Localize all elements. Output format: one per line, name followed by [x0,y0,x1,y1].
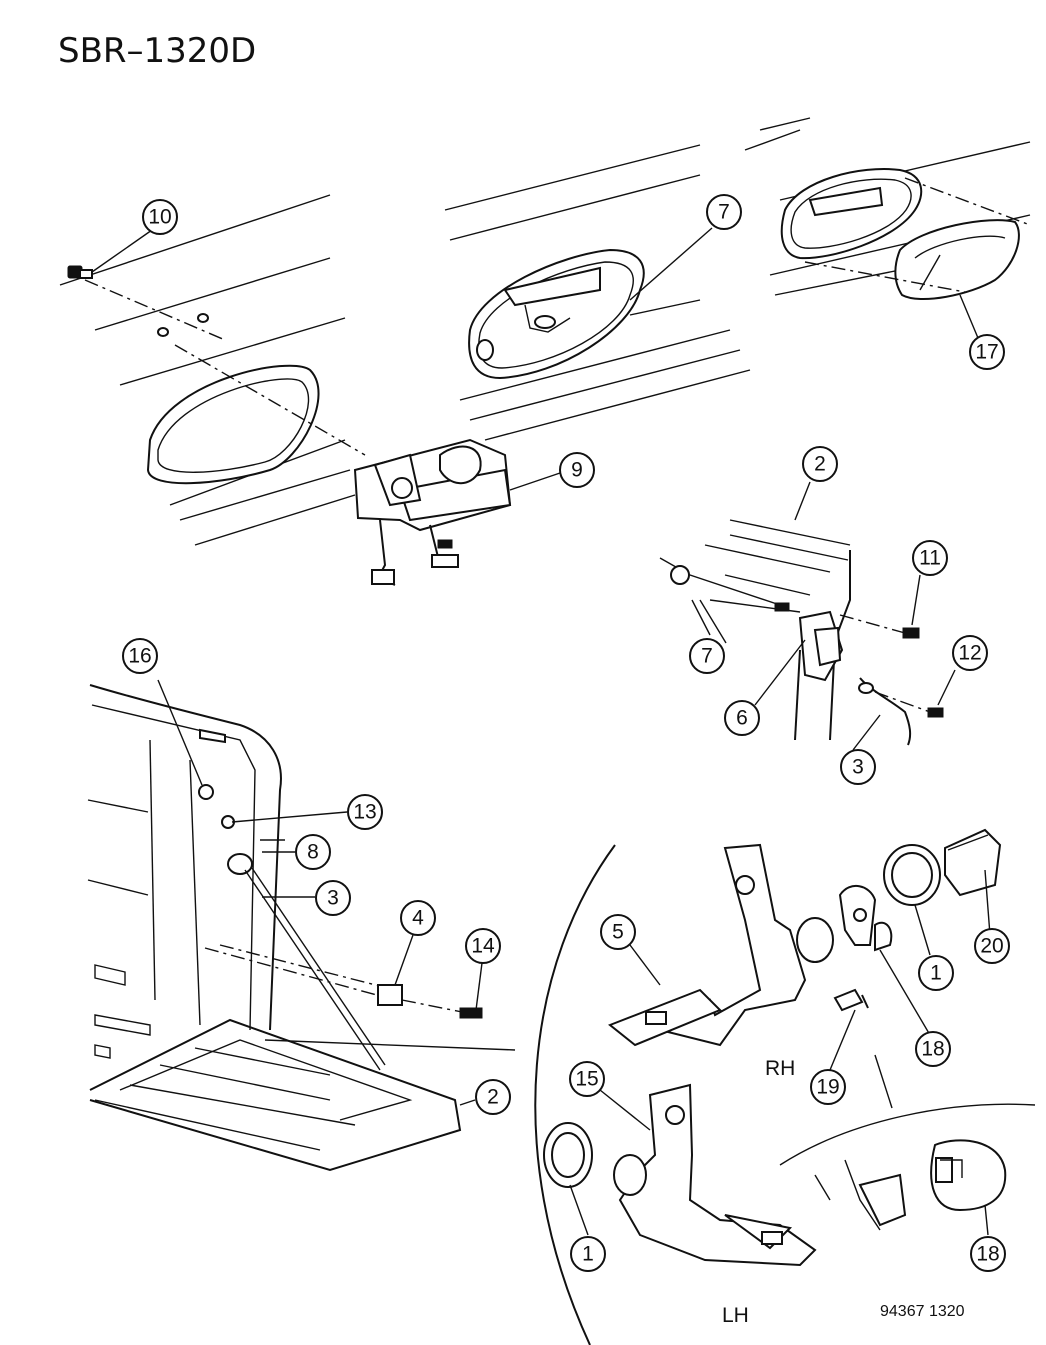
callout-c5: 5 [600,914,636,950]
callout-label: 10 [148,206,171,229]
tailgate-view [87,684,516,1172]
callout-label: 11 [919,547,941,570]
latch-view [659,519,944,746]
callout-c10: 10 [142,199,178,235]
hinge-rh-5 [608,843,834,1047]
callout-label: 2 [814,453,826,476]
callout-c13: 13 [347,794,383,830]
handle-recess [146,364,320,485]
callout-label: 1 [930,962,942,985]
callout-label: 7 [701,645,713,668]
leader-lines [91,227,991,1236]
callout-c1a: 1 [918,955,954,991]
hinge-detail [534,828,1036,1345]
callout-c1b: 1 [570,1236,606,1272]
callout-label: 1 [582,1243,594,1266]
callout-c19: 19 [810,1069,846,1105]
callout-c3b: 3 [315,880,351,916]
callout-label: 3 [327,887,339,910]
figure-number: 94367 1320 [880,1303,965,1320]
callout-label: 19 [816,1076,839,1099]
outside-handle-9 [353,438,512,586]
callout-c2b: 2 [475,1079,511,1115]
callout-label: 7 [718,201,730,224]
callout-c14: 14 [465,928,501,964]
rh-label: RH [765,1057,795,1080]
callout-c11: 11 [912,540,948,576]
callout-label: 18 [921,1038,944,1061]
callout-label: 14 [471,935,495,958]
callout-c2a: 2 [802,446,838,482]
callout-c18b: 18 [970,1236,1006,1272]
callout-label: 17 [975,341,998,364]
callout-c3a: 3 [840,749,876,785]
callout-c9: 9 [559,452,595,488]
callout-label: 3 [852,756,864,779]
callout-label: 9 [571,459,583,482]
callout-c8: 8 [295,834,331,870]
inside-handle-view [444,117,1031,441]
inside-handle-7 [468,248,645,380]
callout-c15: 15 [569,1061,605,1097]
callout-c12: 12 [952,635,988,671]
callout-label: 4 [412,907,424,930]
callout-c20: 20 [974,928,1010,964]
callout-label: 15 [575,1068,598,1091]
callout-c7b: 7 [689,638,725,674]
diagram-id: SBR–1320D [58,31,256,71]
outside-handle-view [59,194,512,586]
callout-label: 20 [980,935,1003,958]
callout-label: 16 [128,645,151,668]
hinge-lh-15 [613,1083,817,1267]
lh-label: LH [722,1304,749,1327]
bolt-10 [67,265,93,279]
callout-label: 8 [307,841,319,864]
callout-c7a: 7 [706,194,742,230]
callout-label: 5 [612,921,624,944]
callout-c18a: 18 [915,1031,951,1067]
callout-c4: 4 [400,900,436,936]
callout-c6: 6 [724,700,760,736]
callout-c17: 17 [969,334,1005,370]
callout-label: 2 [487,1086,499,1109]
callout-label: 13 [353,801,376,824]
callout-label: 18 [976,1243,999,1266]
callout-label: 12 [958,642,981,665]
bezel-17 [780,168,1031,301]
callout-label: 6 [736,707,748,730]
callout-c16: 16 [122,638,158,674]
